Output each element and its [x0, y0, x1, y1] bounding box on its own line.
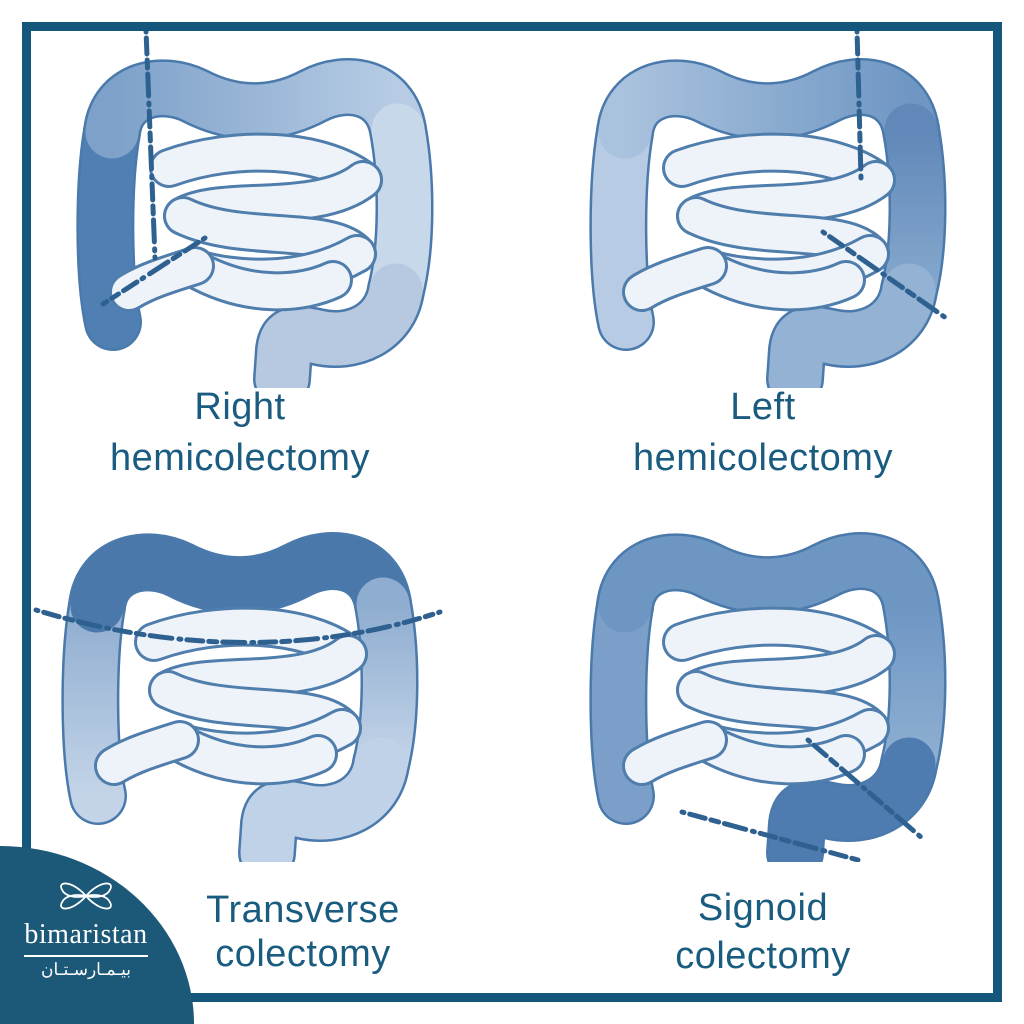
resection-line [820, 229, 949, 321]
caption-line: Transverse [206, 889, 400, 931]
transverse-colectomy-illustration [33, 532, 443, 862]
resection-line [854, 28, 864, 181]
resection-line [805, 737, 925, 841]
sigmoid-colectomy-illustration [589, 532, 947, 862]
right-hemicolectomy-label: Right hemicolectomy [25, 382, 455, 484]
caption-line: hemicolectomy [633, 437, 893, 479]
caption-line: Left [730, 386, 796, 428]
caption-line: colectomy [215, 933, 391, 975]
resection-line [33, 607, 443, 645]
bimaristan-logo: bimaristan بيـمـارسـتـان [0, 846, 194, 1024]
caption-line: Right [194, 386, 286, 428]
sigmoid-colectomy-label: Signoid colectomy [548, 884, 978, 980]
left-hemicolectomy-label: Left hemicolectomy [548, 382, 978, 484]
logo-arabic-wordmark: بيـمـارسـتـان [40, 960, 132, 979]
caption-line: Signoid [697, 887, 829, 929]
transverse-colectomy-panel [30, 502, 460, 862]
resection-line [143, 28, 158, 261]
resection-line [100, 235, 208, 307]
left-hemicolectomy-illustration [589, 28, 949, 388]
logo-content: bimaristan بيـمـارسـتـان [0, 876, 172, 983]
right-hemicolectomy-panel [45, 28, 475, 388]
transverse-colectomy-label: Transverse colectomy [88, 888, 518, 976]
butterfly-icon [60, 882, 112, 910]
logo-wordmark: bimaristan [24, 920, 148, 957]
caption-line: hemicolectomy [110, 437, 370, 479]
caption-line: colectomy [675, 935, 851, 977]
sigmoid-colectomy-panel [558, 502, 988, 862]
resection-line [679, 809, 861, 862]
right-hemicolectomy-illustration [76, 28, 434, 388]
left-hemicolectomy-panel [558, 28, 988, 388]
